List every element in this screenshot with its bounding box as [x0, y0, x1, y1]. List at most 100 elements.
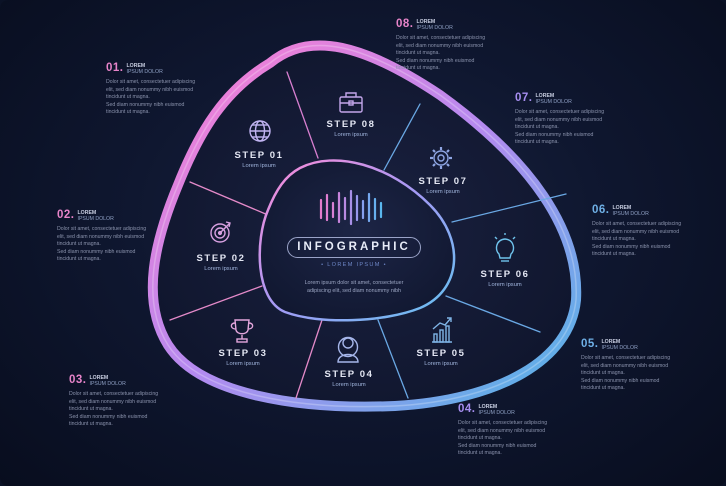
- block-heading: LOREM: [89, 375, 109, 381]
- body-line: Sed diam nonummy nibh euismod: [57, 248, 136, 255]
- step-04-label: STEP 04 Lorem ipsum: [324, 369, 373, 388]
- center-subtitle: • LOREM IPSUM •: [321, 262, 387, 268]
- body-line: tincidunt ut magna.: [515, 124, 559, 131]
- body-line: elit, sed diam nonummy nibh euismod: [69, 398, 157, 405]
- step-subtitle: Lorem ipsum: [424, 361, 458, 367]
- step-06-label: STEP 06 Lorem ipsum: [480, 269, 529, 288]
- block-heading: LOREM: [535, 93, 555, 99]
- gear-icon: [430, 147, 452, 169]
- block-number: 07.: [515, 92, 533, 104]
- block-subheading: IPSUM DOLOR: [126, 69, 163, 75]
- center-description: Lorem ipsum dolor sit amet, consectetuer…: [290, 280, 418, 296]
- equalizer-icon: [319, 189, 383, 226]
- step-subtitle: Lorem ipsum: [226, 361, 260, 367]
- step-title: STEP 04: [324, 369, 374, 380]
- body-line: tincidunt ut magna.: [592, 236, 636, 243]
- block-subheading: IPSUM DOLOR: [535, 99, 572, 105]
- body-line: Dolor sit amet, consectetuer adipiscing: [458, 420, 548, 426]
- body-line: Sed diam nonummy nibh euismod: [515, 131, 594, 138]
- step-subtitle: Lorem ipsum: [488, 282, 522, 288]
- block-body: Dolor sit amet, consectetuer adipiscing …: [592, 221, 681, 259]
- block-body: Dolor sit amet, consectetuer adipiscing …: [458, 420, 547, 458]
- step-title: STEP 08: [326, 119, 376, 130]
- block-heading: LOREM: [126, 63, 146, 69]
- body-line: tincidunt ut magna.: [581, 385, 625, 392]
- block-subheading: IPSUM DOLOR: [612, 211, 649, 217]
- body-line: Dolor sit amet, consectetuer adipiscing: [592, 221, 682, 227]
- block-body: Dolor sit amet, consectetuer adipiscing …: [69, 391, 158, 429]
- block-heading: LOREM: [416, 19, 436, 25]
- body-line: Sed diam nonummy nibh euismod: [396, 57, 475, 64]
- body-line: tincidunt ut magna.: [57, 256, 101, 263]
- body-line: elit, sed diam nonummy nibh euismod: [458, 427, 546, 434]
- body-line: elit, sed diam nonummy nibh euismod: [515, 116, 603, 123]
- block-body: Dolor sit amet, consectetuer adipiscing …: [515, 109, 604, 147]
- block-heading: LOREM: [77, 210, 97, 216]
- body-line: elit, sed diam nonummy nibh euismod: [581, 362, 669, 369]
- block-number: 04.: [458, 403, 476, 415]
- center-title: INFOGRAPHIC: [287, 237, 421, 258]
- block-body: Dolor sit amet, consectetuer adipiscing …: [57, 226, 146, 264]
- body-line: Sed diam nonummy nibh euismod: [592, 243, 671, 250]
- step-05-label: STEP 05 Lorem ipsum: [416, 348, 465, 367]
- step-01-label: STEP 01 Lorem ipsum: [234, 150, 283, 169]
- block-number: 05.: [581, 338, 599, 350]
- chart-icon: [432, 317, 452, 343]
- step-subtitle: Lorem ipsum: [332, 382, 366, 388]
- step-title: STEP 06: [480, 269, 530, 280]
- body-line: tincidunt ut magna.: [458, 435, 502, 442]
- body-line: tincidunt ut magna.: [515, 139, 559, 146]
- block-subheading: IPSUM DOLOR: [601, 345, 638, 351]
- block-subheading: IPSUM DOLOR: [478, 410, 515, 416]
- target-icon: [210, 221, 231, 243]
- block-number: 08.: [396, 18, 414, 30]
- body-line: tincidunt ut magna.: [581, 370, 625, 377]
- body-line: elit, sed diam nonummy nibh euismod: [592, 228, 680, 235]
- body-line: tincidunt ut magna.: [396, 50, 440, 57]
- body-line: Sed diam nonummy nibh euismod: [106, 101, 185, 108]
- block-number: 02.: [57, 209, 75, 221]
- block-heading: LOREM: [478, 404, 498, 410]
- block-body: Dolor sit amet, consectetuer adipiscing …: [581, 355, 670, 393]
- step-title: STEP 02: [196, 253, 246, 264]
- body-line: elit, sed diam nonummy nibh euismod: [396, 42, 484, 49]
- segment-dividers: [169, 71, 567, 399]
- body-line: tincidunt ut magna.: [458, 450, 502, 457]
- body-line: Sed diam nonummy nibh euismod: [69, 413, 148, 420]
- step-subtitle: Lorem ipsum: [204, 266, 238, 272]
- block-number: 01.: [106, 62, 124, 74]
- body-line: tincidunt ut magna.: [69, 421, 113, 428]
- body-line: Dolor sit amet, consectetuer adipiscing: [106, 79, 196, 85]
- step-title: STEP 07: [418, 176, 468, 187]
- step-subtitle: Lorem ipsum: [334, 132, 368, 138]
- step-title: STEP 01: [234, 150, 284, 161]
- body-line: tincidunt ut magna.: [592, 251, 636, 258]
- body-line: Dolor sit amet, consectetuer adipiscing: [581, 355, 671, 361]
- block-body: Dolor sit amet, consectetuer adipiscing …: [396, 35, 485, 73]
- body-line: Dolor sit amet, consectetuer adipiscing: [69, 391, 159, 397]
- block-subheading: IPSUM DOLOR: [77, 216, 114, 222]
- body-line: Dolor sit amet, consectetuer adipiscing: [515, 109, 605, 115]
- step-subtitle: Lorem ipsum: [242, 163, 276, 169]
- step-03-label: STEP 03 Lorem ipsum: [218, 348, 267, 367]
- person-icon: [337, 336, 359, 363]
- lightbulb-icon: [494, 233, 516, 262]
- body-line: tincidunt ut magna.: [106, 94, 150, 101]
- briefcase-icon: [339, 92, 363, 113]
- block-number: 03.: [69, 374, 87, 386]
- body-line: Sed diam nonummy nibh euismod: [581, 377, 660, 384]
- body-line: tincidunt ut magna.: [396, 65, 440, 72]
- block-subheading: IPSUM DOLOR: [89, 381, 126, 387]
- globe-icon: [249, 120, 271, 142]
- block-heading: LOREM: [612, 205, 632, 211]
- body-line: tincidunt ut magna.: [69, 406, 113, 413]
